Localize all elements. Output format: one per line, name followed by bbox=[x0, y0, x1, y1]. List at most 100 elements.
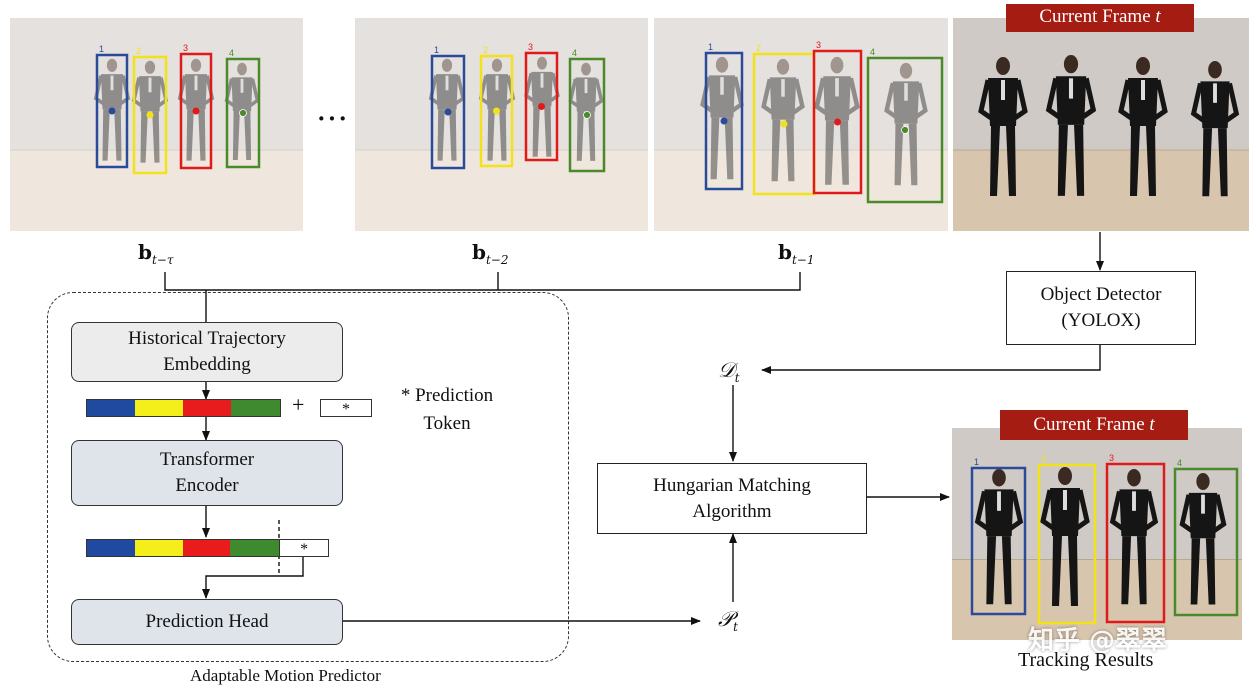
token-red bbox=[183, 400, 231, 416]
track-box-1 bbox=[430, 54, 466, 170]
b-label-t-1: bt−1 bbox=[778, 240, 815, 267]
P-base: 𝒫 bbox=[718, 607, 734, 631]
track-id-2: 2 bbox=[483, 45, 488, 55]
current-frame-banner: Current Frame t bbox=[1006, 4, 1194, 32]
prediction-head: Prediction Head bbox=[71, 599, 343, 645]
current-frame-var: t bbox=[1155, 6, 1161, 27]
track-box-4 bbox=[1173, 467, 1239, 617]
track-box-3 bbox=[812, 49, 863, 195]
center-dot-2 bbox=[493, 107, 500, 115]
center-dot-3 bbox=[192, 107, 200, 115]
track-id-1: 1 bbox=[708, 42, 713, 52]
results-frame-var: t bbox=[1149, 414, 1155, 435]
trans-line-1: Transformer bbox=[159, 449, 255, 470]
prediction-token-box: * bbox=[320, 399, 372, 418]
b-label-sub: t−2 bbox=[485, 253, 509, 267]
hist-line-1: Historical Trajectory bbox=[128, 328, 286, 349]
track-id-3: 3 bbox=[1109, 453, 1114, 463]
center-dot-3 bbox=[834, 118, 841, 126]
dancer-3 bbox=[1118, 57, 1168, 196]
dancer-4 bbox=[224, 62, 260, 160]
current-frame-text: Current Frame bbox=[1039, 6, 1156, 27]
detector-line-2: (YOLOX) bbox=[1061, 310, 1141, 331]
arrow-out-to-head bbox=[202, 556, 304, 599]
embedding-token-bar bbox=[86, 399, 281, 417]
dancer-1 bbox=[428, 58, 466, 161]
center-dot-1 bbox=[444, 108, 452, 116]
track-id-4: 4 bbox=[229, 48, 234, 58]
object-detector: Object Detector (YOLOX) bbox=[1006, 271, 1196, 345]
adaptable-motion-predictor-container bbox=[47, 292, 569, 662]
track-id-1: 1 bbox=[99, 44, 104, 54]
center-dot-4 bbox=[583, 111, 591, 119]
dancer-1 bbox=[974, 468, 1024, 605]
dancer-2 bbox=[1045, 55, 1097, 196]
b-label-sub: t−τ bbox=[151, 253, 174, 267]
out-token-green bbox=[230, 540, 281, 556]
b-label-base: b bbox=[138, 240, 152, 264]
b-label-t-2: bt−2 bbox=[472, 240, 509, 267]
track-box-3 bbox=[524, 51, 559, 162]
detector-line-1: Object Detector bbox=[1040, 284, 1162, 305]
track-box-2 bbox=[479, 54, 514, 168]
b-label-base: b bbox=[472, 240, 486, 264]
dancer-2 bbox=[131, 60, 169, 163]
track-box-2 bbox=[1037, 463, 1097, 625]
trans-line-2: Encoder bbox=[175, 475, 239, 496]
arrow-detector-to-D bbox=[761, 345, 1101, 374]
track-box-4 bbox=[225, 57, 261, 169]
track-box-3 bbox=[1105, 462, 1166, 624]
out-token-yellow bbox=[134, 540, 183, 556]
track-box-4 bbox=[866, 56, 944, 204]
token-green bbox=[231, 400, 280, 416]
predictions-symbol: 𝒫t bbox=[718, 607, 738, 634]
track-id-2: 2 bbox=[1041, 454, 1046, 464]
out-token-star: * bbox=[280, 540, 328, 558]
P-sub: t bbox=[733, 620, 738, 635]
adaptable-motion-predictor-label: Adaptable Motion Predictor bbox=[190, 666, 381, 685]
track-box-1 bbox=[970, 466, 1027, 616]
prediction-head-label: Prediction Head bbox=[145, 611, 269, 632]
track-id-1: 1 bbox=[974, 457, 979, 467]
token-blue bbox=[87, 400, 135, 416]
dancer-4 bbox=[1190, 60, 1240, 197]
tracking-results-frame: 1 2 3 4 bbox=[952, 428, 1242, 640]
dancer-3 bbox=[1109, 468, 1159, 605]
center-dot-2 bbox=[146, 111, 154, 119]
pred-token-line-2: Token bbox=[423, 413, 471, 434]
D-sub: t bbox=[734, 371, 740, 386]
center-dot-4 bbox=[901, 126, 909, 134]
matching-line-2: Algorithm bbox=[692, 500, 772, 522]
tracking-results-label: Tracking Results bbox=[1018, 649, 1154, 671]
results-frame-text: Current Frame bbox=[1033, 414, 1150, 435]
track-id-2: 2 bbox=[136, 46, 141, 56]
hist-line-2: Embedding bbox=[163, 354, 251, 375]
encoder-output-bar: * bbox=[86, 539, 329, 558]
ellipsis: ··· bbox=[317, 104, 350, 133]
track-id-4: 4 bbox=[1177, 458, 1182, 468]
dancer-4 bbox=[884, 62, 928, 186]
track-id-2: 2 bbox=[756, 43, 761, 53]
track-box-4 bbox=[568, 57, 606, 173]
out-token-blue bbox=[87, 540, 135, 556]
track-box-1 bbox=[95, 53, 129, 169]
center-dot-1 bbox=[720, 117, 728, 125]
matching-line-1: Hungarian Matching bbox=[653, 474, 811, 496]
track-id-3: 3 bbox=[816, 40, 821, 50]
detections-symbol: 𝒟t bbox=[718, 358, 740, 385]
b-label-base: b bbox=[778, 240, 792, 264]
track-box-2 bbox=[132, 55, 168, 175]
track-id-4: 4 bbox=[572, 48, 577, 58]
track-box-1 bbox=[704, 51, 744, 191]
dancer-1 bbox=[93, 58, 131, 161]
track-id-3: 3 bbox=[528, 42, 533, 52]
dancer-1 bbox=[700, 56, 744, 180]
plus-sign: + bbox=[292, 392, 305, 417]
